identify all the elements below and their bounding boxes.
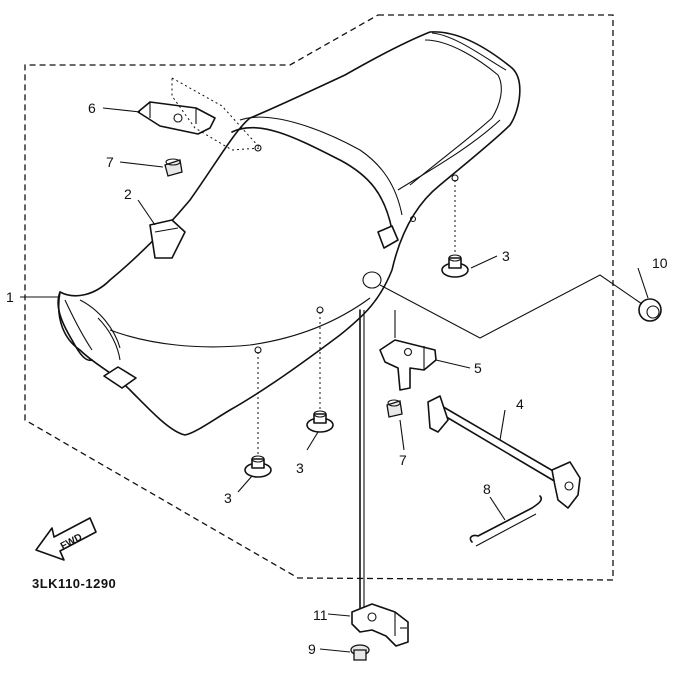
callout-10: 10 xyxy=(652,255,668,271)
part-3-grommet-right[interactable] xyxy=(441,254,469,278)
callout-9: 9 xyxy=(308,641,316,657)
assembly-boundary xyxy=(24,14,614,581)
callout-5: 5 xyxy=(474,360,482,376)
part-4-latch-rod[interactable] xyxy=(427,395,581,509)
part-6-bracket[interactable] xyxy=(137,101,216,135)
part-11-seat-lock[interactable] xyxy=(351,603,409,647)
part-9-bolt[interactable] xyxy=(350,644,370,661)
callout-2: 2 xyxy=(124,186,132,202)
part-2-retainer[interactable] xyxy=(149,219,186,259)
leader-lines xyxy=(20,107,649,653)
callout-3-left: 3 xyxy=(224,490,232,506)
part-10-cap[interactable] xyxy=(638,298,662,322)
part-7-nut-lower[interactable] xyxy=(386,399,403,418)
callout-4: 4 xyxy=(516,396,524,412)
callout-3-middle: 3 xyxy=(296,460,304,476)
callout-7-upper: 7 xyxy=(106,154,114,170)
callout-11: 11 xyxy=(313,607,328,623)
part-3-grommet-left[interactable] xyxy=(244,455,272,478)
part-8-spring[interactable] xyxy=(469,495,543,547)
callout-1: 1 xyxy=(6,289,14,305)
callout-7-lower: 7 xyxy=(399,452,407,468)
seat[interactable] xyxy=(57,31,521,436)
part-5-bracket[interactable] xyxy=(379,339,437,391)
forward-direction-arrow: FWD xyxy=(35,517,97,561)
callout-3-right: 3 xyxy=(502,248,510,264)
callout-8: 8 xyxy=(483,481,491,497)
part-7-nut-upper[interactable] xyxy=(164,158,183,177)
drawing-code: 3LK110-1290 xyxy=(32,576,116,591)
part-3-grommet-middle[interactable] xyxy=(306,410,334,433)
callout-6: 6 xyxy=(88,100,96,116)
